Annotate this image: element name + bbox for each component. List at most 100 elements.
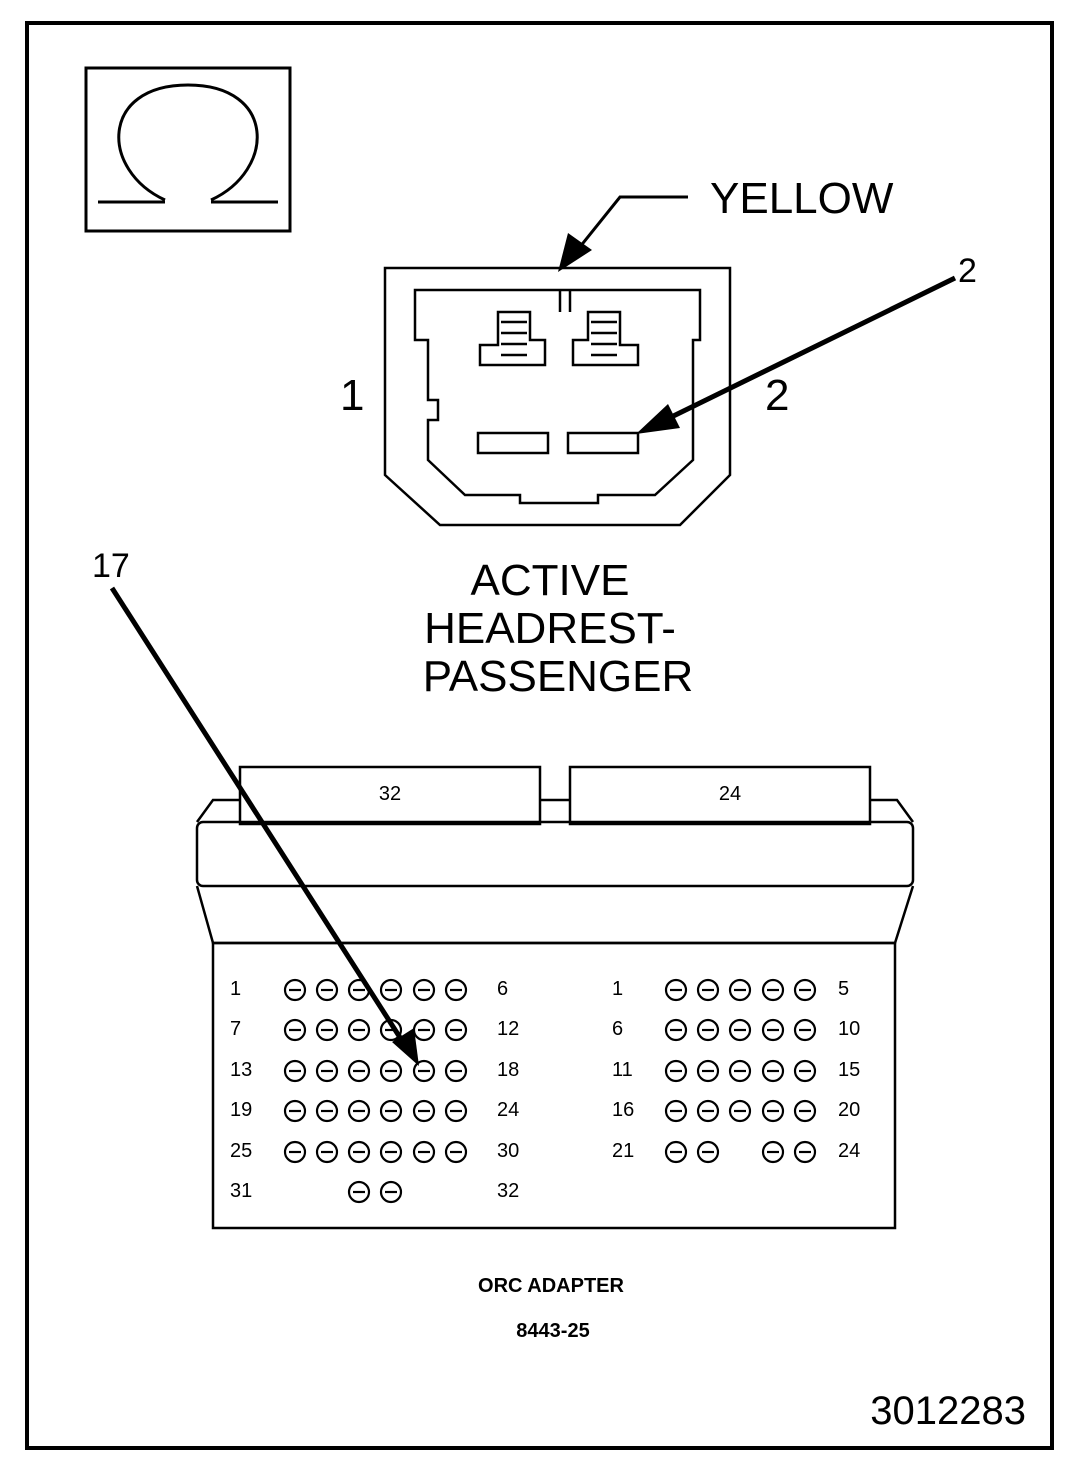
right-pin-socket	[696, 1099, 720, 1123]
left-pin-socket	[379, 1180, 403, 1204]
pin-2-label: 2	[765, 371, 789, 420]
left-pin-socket	[283, 978, 307, 1002]
left-row-2-end: 12	[497, 1018, 519, 1040]
left-pin-socket	[444, 978, 468, 1002]
terminal-2	[566, 431, 640, 455]
pin-1-label: 1	[340, 371, 364, 420]
left-pin-socket	[283, 1099, 307, 1123]
left-pin-socket	[379, 1099, 403, 1123]
yellow-arrowhead	[558, 233, 592, 272]
right-row-4-end: 20	[838, 1099, 860, 1121]
right-pin-socket	[664, 1140, 688, 1164]
adapter-name: ORC ADAPTER	[478, 1275, 624, 1297]
left-pin-socket	[347, 1059, 371, 1083]
left-row-1-start: 1	[230, 978, 241, 1000]
tab-32-label: 32	[379, 783, 401, 805]
callout-17-arrowhead	[392, 1028, 419, 1066]
right-row-5-end: 24	[838, 1140, 860, 1162]
callout-17-label: 17	[92, 547, 130, 585]
page-border	[25, 21, 1054, 1450]
tab-24-label: 24	[719, 783, 741, 805]
right-pin-socket	[664, 1099, 688, 1123]
left-row-4-end: 24	[497, 1099, 519, 1121]
left-pin-socket	[347, 1018, 371, 1042]
right-row-1-end: 5	[838, 978, 849, 1000]
right-pin-socket	[728, 1059, 752, 1083]
left-pin-socket	[315, 978, 339, 1002]
left-pin-socket	[444, 1018, 468, 1042]
callout-17-line	[109, 586, 411, 1052]
right-pin-socket	[664, 1018, 688, 1042]
callout-2-label: 2	[958, 252, 977, 290]
right-row-3-end: 15	[838, 1059, 860, 1081]
left-block-labels: 1 6 7 12 13 18 19 24 25 30 31 32	[230, 978, 519, 1202]
right-pin-socket	[761, 1059, 785, 1083]
figure-number: 3012283	[870, 1389, 1026, 1433]
left-pin-socket	[315, 1018, 339, 1042]
right-pin-socket	[761, 1018, 785, 1042]
right-row-4-start: 16	[612, 1099, 634, 1121]
left-pin-socket	[412, 1099, 436, 1123]
right-pin-socket	[793, 1018, 817, 1042]
left-pin-socket	[347, 1099, 371, 1123]
left-pin-socket	[444, 1059, 468, 1083]
ohm-icon	[84, 66, 292, 233]
left-pin-socket	[444, 1099, 468, 1123]
right-block-labels: 1 5 6 10 11 15 16 20 21 24	[612, 978, 860, 1162]
right-pin-socket	[728, 1018, 752, 1042]
right-row-3-start: 11	[612, 1059, 633, 1081]
right-pin-socket	[696, 1059, 720, 1083]
right-row-5-start: 21	[612, 1140, 634, 1162]
adapter-pins	[283, 978, 817, 1204]
right-pin-socket	[761, 1140, 785, 1164]
right-pin-socket	[664, 978, 688, 1002]
left-pin-socket	[412, 978, 436, 1002]
yellow-label: YELLOW	[710, 174, 894, 223]
left-pin-socket	[379, 1059, 403, 1083]
right-pin-socket	[728, 978, 752, 1002]
headrest-caption-line1: ACTIVE	[471, 556, 630, 605]
left-pin-socket	[347, 1180, 371, 1204]
headrest-caption-line2: HEADREST-	[424, 604, 676, 653]
right-pin-socket	[696, 978, 720, 1002]
right-row-2-start: 6	[612, 1018, 623, 1040]
left-pin-socket	[283, 1018, 307, 1042]
left-row-3-start: 13	[230, 1059, 252, 1081]
left-row-2-start: 7	[230, 1018, 241, 1040]
right-pin-socket	[761, 978, 785, 1002]
left-pin-socket	[315, 1099, 339, 1123]
right-pin-socket	[728, 1099, 752, 1123]
right-row-2-end: 10	[838, 1018, 860, 1040]
left-pin-socket	[379, 978, 403, 1002]
terminal-1	[476, 431, 550, 455]
left-pin-socket	[315, 1059, 339, 1083]
left-pin-socket	[283, 1059, 307, 1083]
right-pin-socket	[664, 1059, 688, 1083]
left-row-3-end: 18	[497, 1059, 519, 1081]
left-row-6-end: 32	[497, 1180, 519, 1202]
left-row-5-start: 25	[230, 1140, 252, 1162]
left-pin-socket	[412, 1140, 436, 1164]
right-pin-socket	[793, 1099, 817, 1123]
left-pin-socket	[444, 1140, 468, 1164]
headrest-connector	[383, 266, 732, 527]
left-pin-socket	[347, 1140, 371, 1164]
orc-adapter	[195, 765, 915, 1230]
left-row-4-start: 19	[230, 1099, 252, 1121]
right-pin-socket	[793, 978, 817, 1002]
right-pin-socket	[761, 1099, 785, 1123]
left-pin-socket	[315, 1140, 339, 1164]
right-pin-socket	[696, 1140, 720, 1164]
left-row-5-end: 30	[497, 1140, 519, 1162]
right-pin-socket	[793, 1140, 817, 1164]
right-pin-socket	[696, 1018, 720, 1042]
left-row-6-start: 31	[230, 1180, 252, 1202]
adapter-part-number: 8443-25	[516, 1320, 589, 1342]
right-row-1-start: 1	[612, 978, 623, 1000]
left-pin-socket	[283, 1140, 307, 1164]
left-pin-socket	[412, 1018, 436, 1042]
headrest-caption-line3: PASSENGER	[423, 652, 694, 701]
left-pin-socket	[379, 1140, 403, 1164]
left-row-1-end: 6	[497, 978, 508, 1000]
